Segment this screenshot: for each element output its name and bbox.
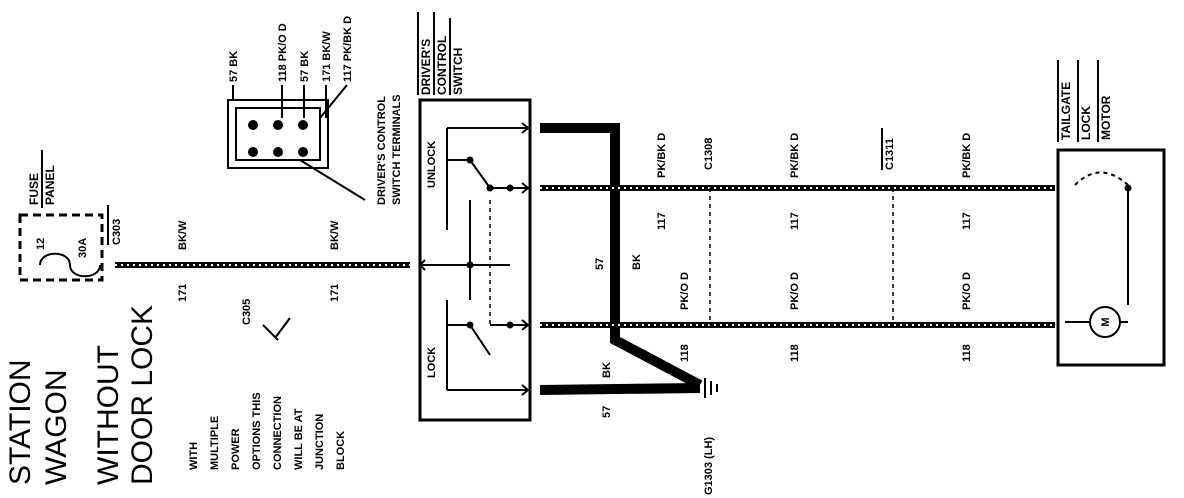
motor-symbol-label: M xyxy=(1100,317,1112,326)
terminal-label-2: 118 PK/O D xyxy=(277,23,289,82)
unlock-color-2: PK/BK D xyxy=(789,133,801,178)
switch-title-2: CONTROL xyxy=(435,36,449,95)
c1308-label: C1308 xyxy=(703,138,715,170)
feed-wire-circuit-left: 171 xyxy=(177,284,189,302)
ground-lower-color: BK xyxy=(601,362,613,378)
drivers-control-switch: DRIVER'S CONTROL SWITCH UNLOCK LOCK xyxy=(417,12,532,422)
terminal-pin-4 xyxy=(248,147,258,157)
note-line-8: BLOCK xyxy=(335,431,347,470)
note-line-1: WITH xyxy=(188,442,200,470)
fuse-panel-label-2: PANEL xyxy=(43,165,57,205)
motor-title-1: TAILGATE xyxy=(1059,82,1073,140)
unlock-circuit-2: 117 xyxy=(789,212,801,230)
c305-label: C305 xyxy=(241,299,253,325)
motor-title-3: MOTOR xyxy=(1099,95,1113,140)
terminal-heading-1: DRIVER'S CONTROL xyxy=(376,96,388,205)
unlock-circuit-3: 117 xyxy=(961,212,973,230)
switch-unlock-label: UNLOCK xyxy=(426,141,438,188)
fuse-rating: 30A xyxy=(77,238,89,258)
terminal-label-4: 171 BK/W xyxy=(321,31,333,82)
fuse-box xyxy=(18,213,104,282)
feed-wire: BK/W 171 BK/W 171 C305 xyxy=(115,220,410,341)
title-line-3: WITHOUT xyxy=(92,345,125,485)
junction-block-note: WITH MULTIPLE POWER OPTIONS THIS CONNECT… xyxy=(188,392,347,470)
lock-circuit-3: 118 xyxy=(961,344,973,362)
feed-wire-color-right: BK/W xyxy=(329,220,341,250)
feed-wire-color-left: BK/W xyxy=(177,220,189,250)
note-line-6: WILL BE AT xyxy=(293,408,305,470)
feed-wire-circuit-right: 171 xyxy=(329,284,341,302)
lock-circuit-2: 118 xyxy=(789,344,801,362)
lock-wire: PK/O D 118 PK/O D 118 PK/O D 118 xyxy=(540,272,1055,362)
terminal-pin-6 xyxy=(298,147,308,157)
unlock-color-1: PK/BK D xyxy=(656,133,668,178)
switch-title-3: SWITCH xyxy=(451,48,465,95)
fuse-connector-label: C303 xyxy=(111,219,123,245)
switch-title-1: DRIVER'S xyxy=(419,39,433,95)
fuse-panel-label-1: FUSE xyxy=(27,173,41,205)
diagram-title: STATION WAGON WITHOUT DOOR LOCK xyxy=(4,305,159,485)
title-line-4: DOOR LOCK xyxy=(126,305,159,485)
motor-title-2: LOCK xyxy=(1079,106,1093,140)
motor-housing xyxy=(1056,148,1166,367)
terminal-inner xyxy=(235,107,321,161)
note-line-7: JUNCTION xyxy=(314,414,326,470)
lock-color-3: PK/O D xyxy=(961,272,973,310)
note-line-4: OPTIONS THIS xyxy=(251,392,263,470)
note-line-5: CONNECTION xyxy=(272,396,284,470)
ground-upper-color: BK xyxy=(631,254,643,270)
terminal-label-3: 57 BK xyxy=(299,51,311,82)
ground-upper-circuit: 57 xyxy=(594,258,606,270)
terminal-pin-3 xyxy=(298,120,308,130)
tailgate-lock-motor: TAILGATE LOCK MOTOR M xyxy=(1056,60,1166,367)
fuse-element-icon xyxy=(39,252,101,278)
fuse-number: 12 xyxy=(35,238,47,250)
lock-circuit-1: 118 xyxy=(679,344,691,362)
ground-wire-lower xyxy=(539,383,701,395)
terminal-housing xyxy=(227,99,329,169)
lock-color-2: PK/O D xyxy=(789,272,801,310)
ground-lower-circuit: 57 xyxy=(601,406,613,418)
unlock-wire: PK/BK D 117 PK/BK D 117 PK/BK D 117 xyxy=(540,133,1055,230)
switch-lock-label: LOCK xyxy=(426,347,438,378)
terminal-heading-2: SWITCH TERMINALS xyxy=(391,94,403,205)
unlock-color-3: PK/BK D xyxy=(961,133,973,178)
unlock-circuit-1: 117 xyxy=(656,212,668,230)
terminal-label-1: 57 BK xyxy=(228,51,240,82)
note-line-3: POWER xyxy=(230,428,242,470)
ground-wires: 57 BK BK 57 G1303 (LH) xyxy=(539,123,718,495)
c1311-label: C1311 xyxy=(884,138,896,170)
ground-label: G1303 (LH) xyxy=(703,437,715,495)
ground-wire-upper xyxy=(540,123,703,390)
lock-color-1: PK/O D xyxy=(679,272,691,310)
terminal-pin-5 xyxy=(273,147,283,157)
switch-housing xyxy=(418,98,532,422)
terminal-pin-1 xyxy=(248,120,258,130)
fuse-panel: FUSE PANEL 12 30A C303 xyxy=(18,150,123,282)
switch-terminal-view: 57 BK 118 PK/O D 57 BK 171 BK/W 117 PK/B… xyxy=(227,16,403,205)
terminal-pin-2 xyxy=(273,120,283,130)
title-line-1: STATION xyxy=(4,359,37,485)
inline-connectors: C1308 C1311 xyxy=(703,128,896,325)
note-line-2: MULTIPLE xyxy=(209,416,221,470)
terminal-label-5: 117 PK/BK D xyxy=(342,16,354,82)
c305-pointer xyxy=(274,317,291,339)
title-line-2: WAGON xyxy=(40,369,73,485)
